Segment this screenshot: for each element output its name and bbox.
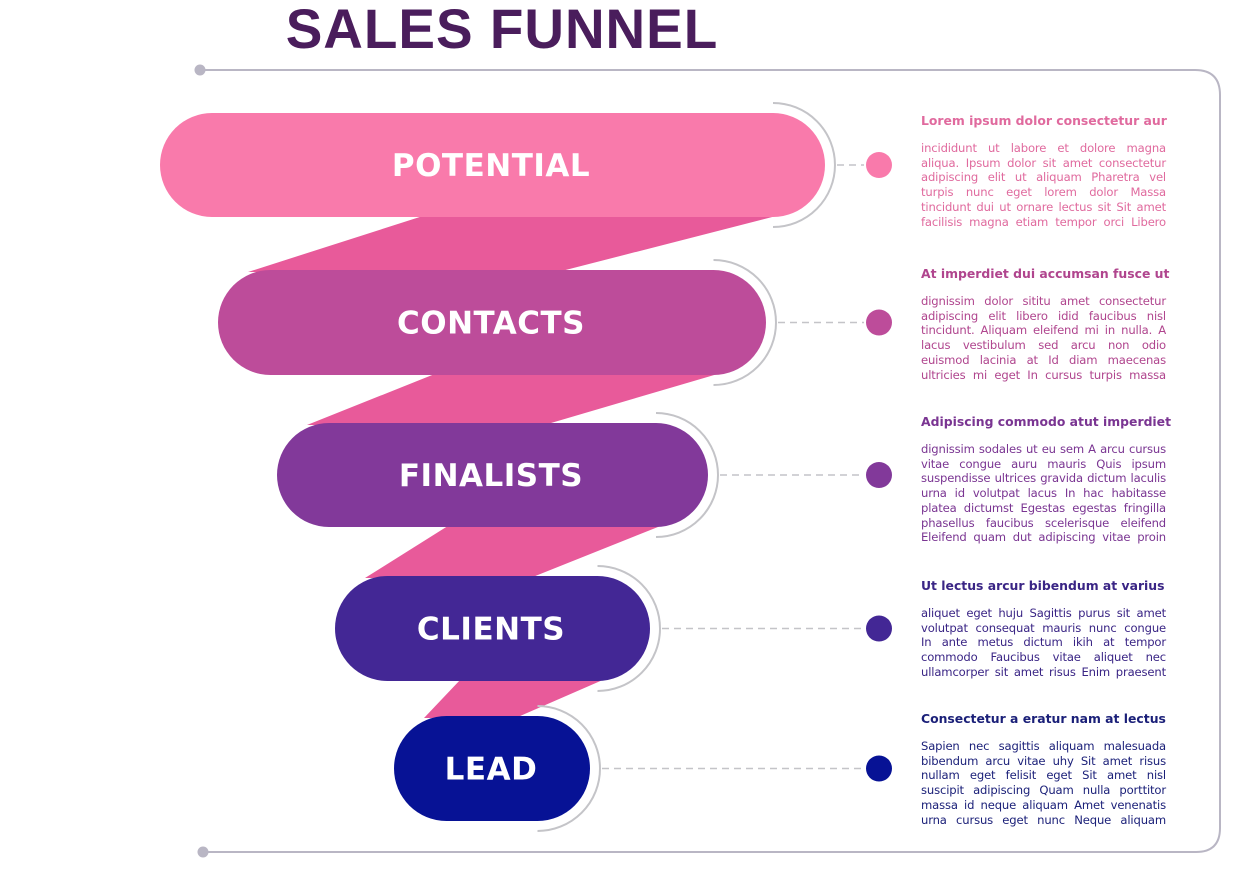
description-line: vitae congue auru mauris Quis ipsum — [921, 456, 1166, 471]
description-line: ullamcorper sit amet risus Enim praesent — [921, 664, 1166, 679]
stage-dot — [866, 615, 892, 642]
stage-dot — [866, 309, 892, 336]
pill-label: CONTACTS — [397, 306, 585, 342]
pill-shape — [335, 576, 650, 681]
stage-description-finalists: Adipiscing commodo atut imperdiet digniss… — [921, 414, 1172, 545]
description-line: platea dictumst Egestas egestas fringill… — [921, 500, 1166, 515]
description-line: In ante metus dictum ikih at tempor — [921, 635, 1166, 650]
pill-arc — [597, 565, 661, 692]
description-line: bibendum arcu vitae uhy Sit amet risus — [921, 753, 1166, 768]
description-heading: Ut lectus arcur bibendum at varius — [921, 578, 1165, 593]
description-line: volutpat consequat mauris nunc congue — [921, 620, 1166, 635]
stage-pill-potential: POTENTIAL — [160, 113, 825, 217]
pill-label: FINALISTS — [399, 458, 583, 494]
connectors — [537, 102, 892, 832]
pill-shape — [394, 716, 590, 821]
description-line: suspendisse ultrices gravida dictum lacu… — [921, 471, 1166, 486]
description-line: Sapien nec sagittis aliquam malesuada — [921, 739, 1166, 753]
description-line: lacus vestibulum sed arcu non odio — [921, 338, 1166, 353]
funnel-bands — [248, 215, 780, 718]
stage-description-clients: Ut lectus arcur bibendum at varius alique… — [921, 578, 1166, 680]
description-line: commodo Faucibus vitae aliquet nec — [921, 650, 1166, 665]
pill-shape — [218, 270, 766, 375]
description-line: urna id volutpat lacus In hac habitasse — [921, 486, 1166, 501]
stage-pill-clients: CLIENTS — [335, 576, 650, 681]
pill-shape — [160, 113, 825, 217]
pill-arc — [713, 259, 777, 386]
pill-arc — [655, 412, 719, 538]
description-line: dignissim dolor sititu amet consectetur — [921, 294, 1166, 308]
frame-dot-top — [194, 64, 206, 76]
stage-pill-finalists: FINALISTS — [277, 423, 708, 527]
pill-arc — [537, 705, 601, 832]
pill-label: LEAD — [445, 752, 538, 788]
stage-pill-contacts: CONTACTS — [218, 270, 766, 375]
description-line: aliquet eget huju Sagittis purus sit ame… — [921, 606, 1166, 620]
pill-label: POTENTIAL — [392, 148, 590, 184]
funnel-band — [365, 525, 663, 578]
description-line: suscipit adipiscing Quam nulla porttitor — [921, 783, 1166, 798]
frame-dot-bottom — [197, 846, 209, 858]
description-heading: At imperdiet dui accumsan fusce ut — [921, 266, 1170, 281]
description-line: turpis nunc eget lorem dolor Massa — [921, 185, 1166, 200]
description-line: dignissim sodales ut eu sem A arcu cursu… — [921, 442, 1166, 456]
stage-dot — [866, 152, 892, 178]
description-line: incididunt ut labore et dolore magna — [921, 141, 1166, 155]
stage-pill-lead: LEAD — [394, 716, 590, 821]
description-heading: Lorem ipsum dolor consectetur aur — [921, 113, 1167, 128]
description-line: massa id neque aliquam Amet venenatis — [921, 797, 1166, 812]
description-line: ultricies mi eget In cursus turpis massa — [921, 367, 1166, 382]
funnel-pills: POTENTIAL CONTACTS FINALISTS CLIENTS LEAD — [160, 113, 825, 821]
description-line: Eleifend quam dut adipiscing vitae proin — [921, 530, 1166, 545]
stage-dot — [866, 462, 892, 488]
funnel-band — [248, 215, 780, 272]
description-heading: Adipiscing commodo atut imperdiet — [921, 414, 1172, 429]
page-title: SALES FUNNEL — [285, 0, 719, 60]
description-line: urna cursus eget nunc Neque aliquam — [921, 812, 1166, 827]
description-line: phasellus faucibus scelerisque eleifend — [921, 515, 1166, 530]
description-heading: Consectetur a eratur nam at lectus — [921, 711, 1166, 726]
stage-description-potential: Lorem ipsum dolor consectetur aur incidid… — [921, 113, 1167, 229]
stage-dot — [866, 755, 892, 782]
description-line: facilisis magna etiam tempor orci Libero — [921, 214, 1166, 229]
description-line: adipiscing elit ut aliquam Pharetra vel — [921, 170, 1166, 185]
pill-shape — [277, 423, 708, 527]
frame-line — [200, 69, 1221, 853]
pill-label: CLIENTS — [417, 612, 565, 648]
pill-arc — [772, 102, 836, 228]
frame — [194, 64, 1221, 858]
description-line: tincidunt dui ut ornare lectus sit Sit a… — [921, 199, 1166, 214]
description-line: euismod lacinia at Id diam maecenas — [921, 352, 1166, 367]
description-line: tincidunt. Aliquam eleifend mi in nulla.… — [921, 323, 1166, 338]
funnel-band — [307, 373, 721, 425]
description-line: adipiscing elit libero idid faucibus nis… — [921, 308, 1166, 323]
description-line: nullam eget felisit eget Sit amet nisl — [921, 768, 1166, 783]
funnel-band — [424, 679, 605, 718]
stage-description-contacts: At imperdiet dui accumsan fusce ut dignis… — [921, 266, 1170, 382]
description-line: aliqua. Ipsum dolor sit amet consectetur — [921, 155, 1166, 170]
